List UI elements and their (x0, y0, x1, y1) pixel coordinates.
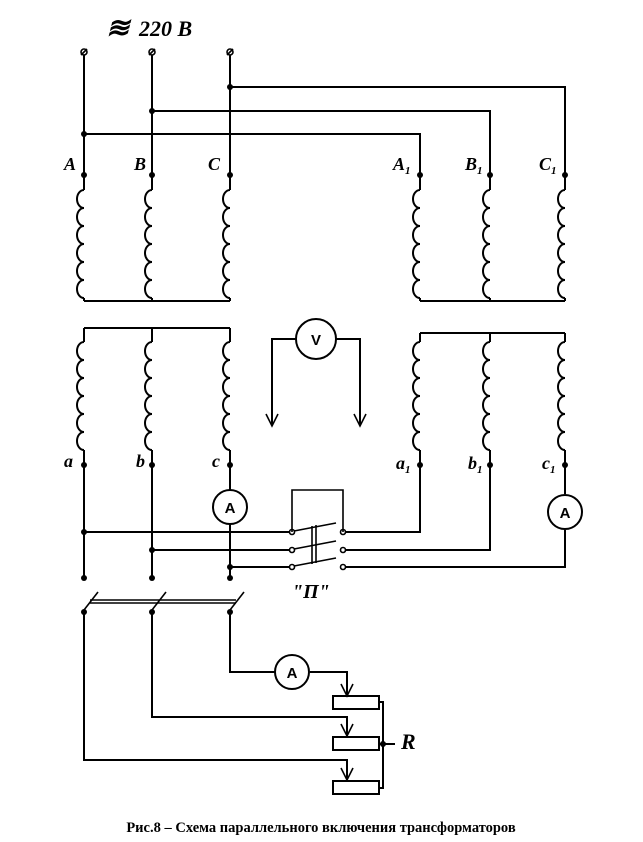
label-primary-C1: C1 (539, 154, 557, 177)
secondary-terminal-dots (81, 462, 568, 468)
label-secondary-a1: a1 (396, 453, 411, 476)
label-primary-C: C (208, 154, 221, 174)
switch-lower (81, 591, 245, 615)
primary-windings-right (412, 175, 566, 302)
label-primary-A: A (63, 154, 76, 174)
supply-symbol: ≋ (106, 13, 132, 44)
switch-label: "П" (292, 581, 330, 603)
primary-terminal-dots (81, 172, 568, 178)
ammeter-secondary-c1: A (547, 494, 583, 530)
label-secondary-c: c (212, 451, 220, 471)
label-secondary-b1: b1 (468, 453, 483, 476)
rheostat-label: R (400, 729, 416, 754)
label-primary-B: B (133, 154, 146, 174)
svg-text:A: A (225, 500, 236, 517)
secondary-bus-wiring (83, 465, 566, 578)
supply-voltage-label: 220 В (138, 16, 192, 41)
ammeter-secondary-c: A (212, 489, 248, 525)
secondary-windings-right (412, 332, 566, 465)
figure-caption: Рис.8 – Схема параллельного включения тр… (126, 820, 515, 836)
supply-wiring (83, 55, 566, 175)
label-secondary-a: a (64, 451, 73, 471)
label-secondary-b: b (136, 451, 145, 471)
supply-terminals (80, 48, 234, 56)
rheostats (332, 695, 395, 795)
label-primary-B1: B1 (464, 154, 483, 177)
bus-junctions (81, 529, 233, 581)
label-primary-A1: A1 (392, 154, 411, 177)
secondary-windings-left (76, 327, 231, 465)
svg-text:A: A (560, 505, 571, 522)
label-secondary-c1: c1 (542, 453, 556, 476)
svg-text:A: A (287, 665, 298, 682)
voltmeter: V (265, 318, 367, 428)
ammeter-load: A (274, 654, 310, 690)
switch-P (288, 489, 347, 571)
supply-junctions (81, 84, 233, 137)
load-wiring (83, 612, 354, 782)
primary-windings-left (76, 175, 231, 302)
svg-text:V: V (311, 332, 321, 349)
